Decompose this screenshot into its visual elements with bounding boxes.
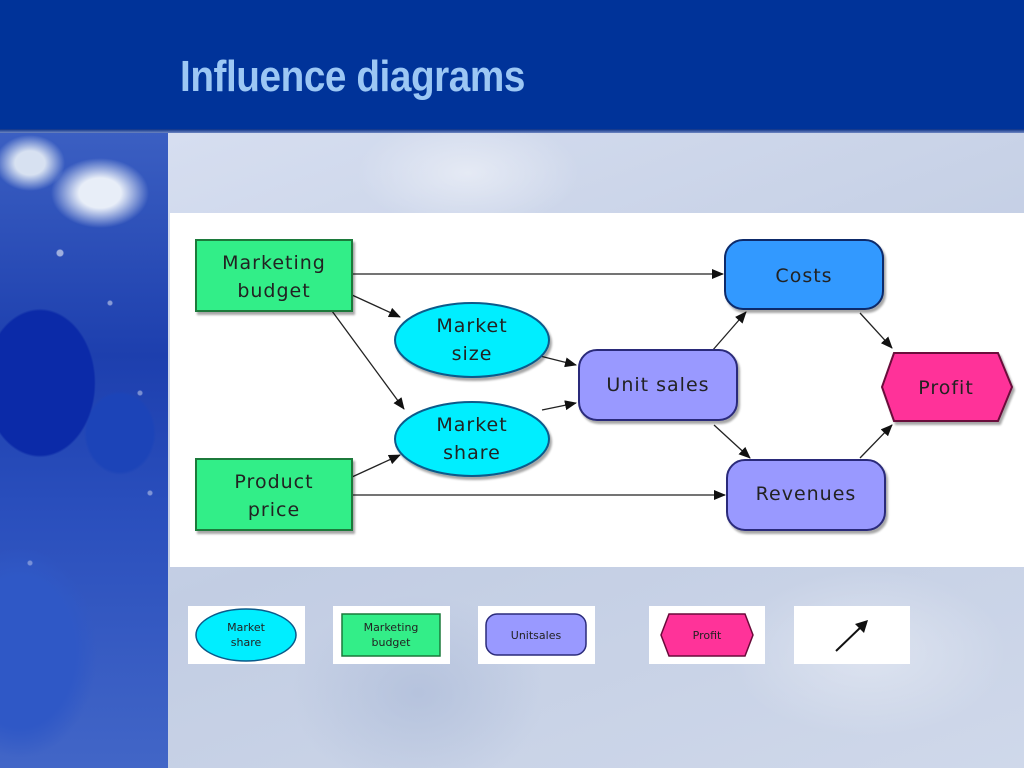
node-marketing-budget: Marketing budget [195, 239, 353, 312]
legend-decision-node-canvas: Marketing budget [341, 613, 441, 657]
legend-decision-node: Marketing budget [333, 606, 450, 664]
node-label: size [452, 343, 493, 365]
legend-calculated-node-canvas: Unitsales [485, 613, 587, 656]
legend-chance-node: Market share [188, 606, 305, 664]
objective-node-shape [880, 352, 1014, 422]
node-costs: Costs [724, 239, 884, 310]
node-label: Revenues [756, 483, 857, 505]
edge-costs-to-profit [859, 312, 893, 349]
decision-node-shape [195, 239, 353, 312]
calculated-node-shape [724, 239, 884, 310]
edge-unit-sales-to-revenues [713, 424, 751, 459]
legend-objective-node: Profit [649, 606, 765, 664]
edge-marketing-budget-to-market-size [351, 294, 401, 318]
title-bar: Influence diagrams [0, 0, 1024, 133]
decision-node-shape [195, 458, 353, 531]
legend-label: Market [227, 621, 265, 634]
chance-node-shape [195, 608, 297, 662]
edge-market-size-to-unit-sales [539, 355, 577, 368]
edge-unit-sales-to-costs [711, 311, 747, 352]
node-label: Costs [775, 265, 832, 287]
edge-revenues-to-profit [859, 424, 893, 459]
legend-label: Unitsales [511, 629, 562, 642]
node-label: Market [436, 315, 507, 337]
node-unit-sales: Unit sales [578, 349, 738, 421]
node-label: budget [237, 280, 310, 302]
node-product-price: Product price [195, 458, 353, 531]
node-label: price [248, 499, 300, 521]
influence-diagram: Marketing budget Product price Market si… [170, 213, 1024, 567]
calculated-node-shape [578, 349, 738, 421]
calculated-node-shape [726, 459, 886, 531]
page-title: Influence diagrams [180, 52, 525, 101]
node-market-size: Market size [394, 302, 550, 378]
diagram-canvas: Marketing budget Product price Market si… [195, 239, 1014, 531]
calculated-node-shape [485, 613, 587, 656]
chance-node-shape [394, 302, 550, 378]
legend-arrow [794, 606, 910, 664]
diagram-edges [331, 269, 893, 500]
node-label: Marketing [222, 252, 326, 274]
node-label: Unit sales [606, 374, 709, 396]
legend-label: share [231, 636, 262, 649]
legend-label: Marketing [364, 621, 419, 634]
legend-label: Profit [693, 629, 722, 642]
node-label: Product [234, 471, 313, 493]
node-label: Market [436, 414, 507, 436]
node-profit: Profit [880, 352, 1014, 422]
edge-marketing-budget-to-market-share [331, 310, 405, 410]
arrow-icon [835, 620, 868, 652]
chance-node-shape [394, 401, 550, 477]
legend-chance-node-canvas: Market share [195, 608, 297, 662]
decision-node-shape [341, 613, 441, 657]
edge-market-share-to-unit-sales [541, 400, 577, 411]
node-label: Profit [918, 377, 974, 399]
legend-objective-node-canvas: Profit [660, 613, 754, 657]
edge-product-price-to-market-share [351, 454, 401, 478]
legend-label: budget [372, 636, 412, 649]
objective-node-shape [660, 613, 754, 657]
node-market-share: Market share [394, 401, 550, 477]
fractal-decoration [0, 133, 168, 768]
node-label: share [443, 442, 501, 464]
node-revenues: Revenues [726, 459, 886, 531]
legend-calculated-node: Unitsales [478, 606, 595, 664]
